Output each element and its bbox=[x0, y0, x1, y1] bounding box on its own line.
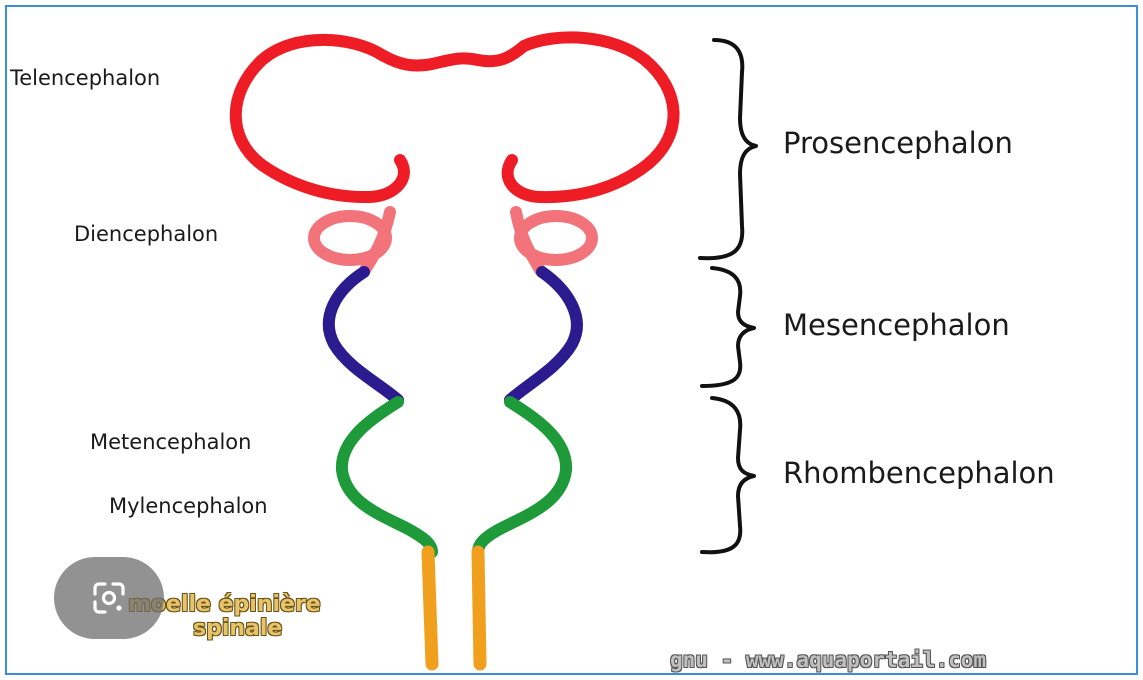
prosencephalon-brace bbox=[700, 40, 756, 258]
source-watermark: gnu - www.aquaportail.com bbox=[670, 648, 986, 672]
diencephalon-right-loop bbox=[520, 216, 592, 260]
mesencephalon-right bbox=[510, 272, 577, 400]
spinal-cord-left bbox=[428, 552, 432, 664]
mesencephalon-brace bbox=[702, 268, 754, 386]
metencephalon-label: Metencephalon bbox=[90, 430, 251, 454]
rhombencephalon-brace bbox=[702, 398, 754, 552]
diencephalon-left-loop bbox=[314, 216, 386, 260]
mesencephalon-label: Mesencephalon bbox=[783, 308, 1010, 342]
prosencephalon-label: Prosencephalon bbox=[783, 126, 1013, 160]
telencephalon-shape bbox=[236, 37, 674, 197]
telencephalon-label: Telencephalon bbox=[10, 66, 160, 90]
rhombencephalon-right bbox=[478, 402, 566, 552]
diencephalon-label: Diencephalon bbox=[74, 222, 218, 246]
spinal-cord-right bbox=[478, 552, 480, 664]
spinal-cord-caption-line2: spinale bbox=[193, 616, 282, 641]
mesencephalon-left bbox=[329, 272, 398, 400]
rhombencephalon-left bbox=[342, 402, 432, 552]
google-lens-icon bbox=[89, 578, 129, 618]
rhombencephalon-label: Rhombencephalon bbox=[783, 456, 1055, 490]
mylencephalon-label: Mylencephalon bbox=[109, 494, 268, 518]
google-lens-button[interactable] bbox=[54, 557, 164, 639]
